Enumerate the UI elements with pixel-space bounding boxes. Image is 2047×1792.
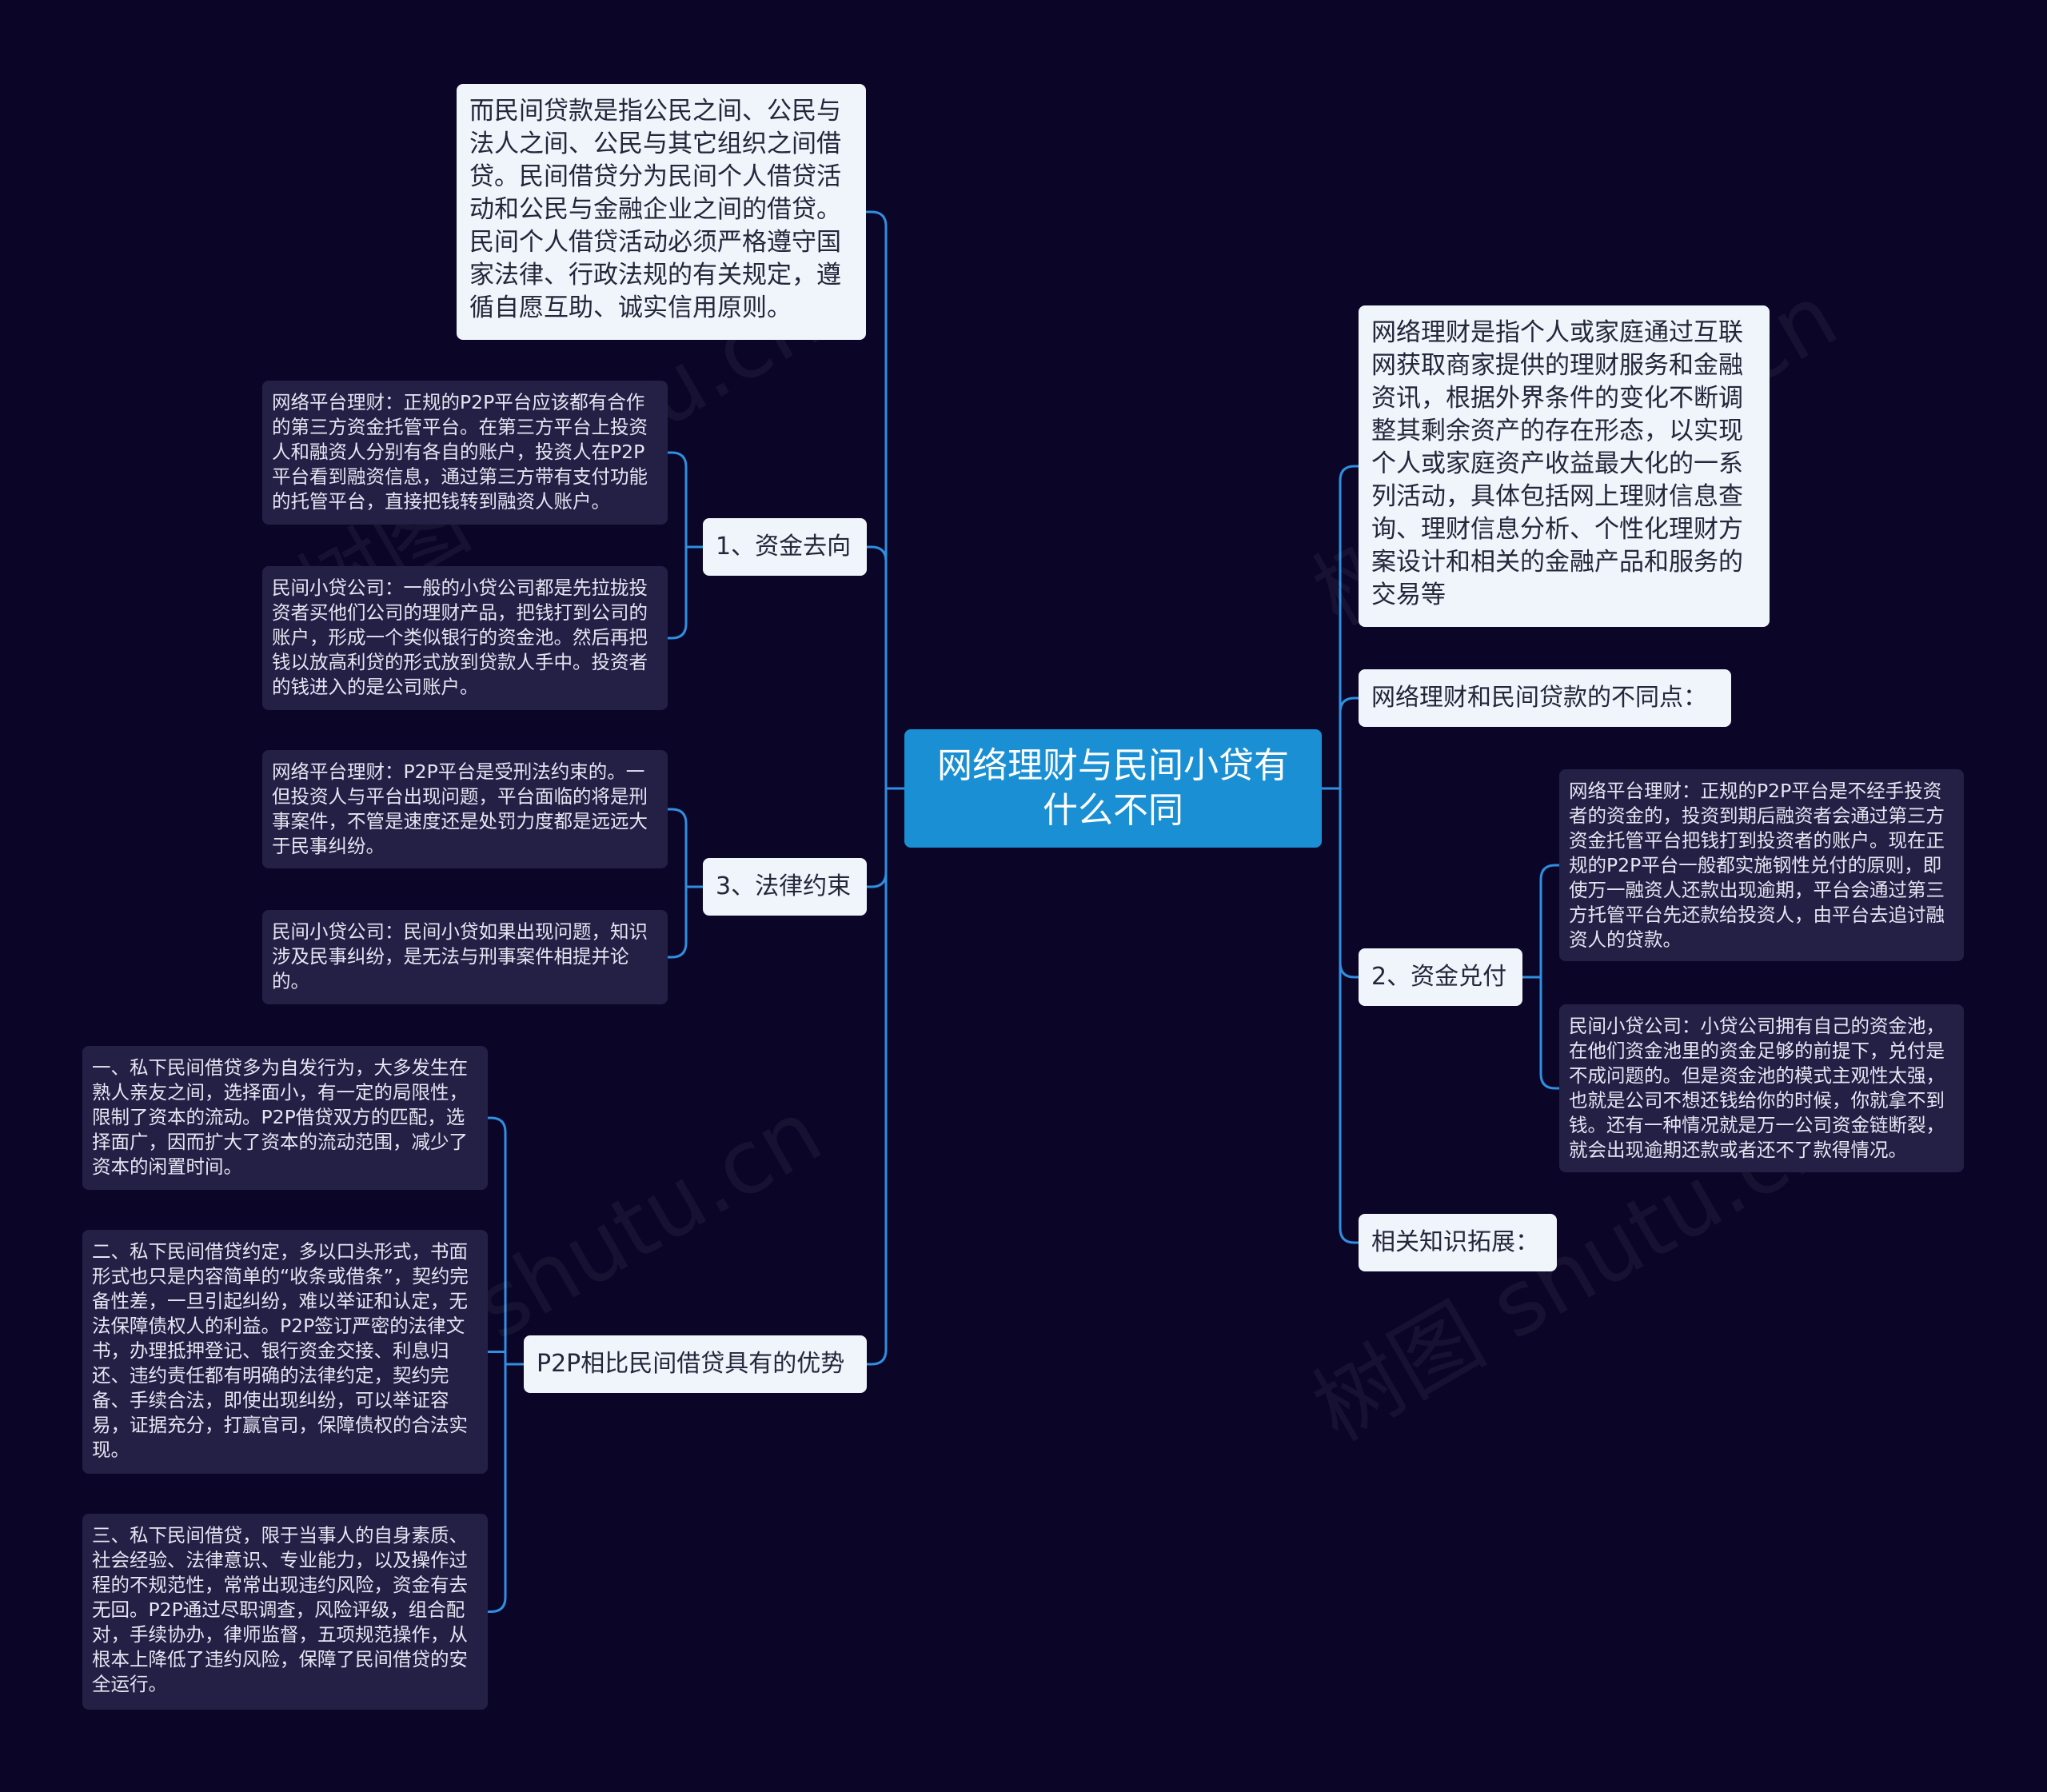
connector-line <box>1522 976 1559 1090</box>
topic-private-lending-definition[interactable]: 而民间贷款是指公民之间、公民与法人之间、公民与其它组织之间借贷。民间借贷分为民间… <box>457 84 866 340</box>
leaf-text: 民间小贷公司：一般的小贷公司都是先拉拢投资者买他们公司的理财产品，把钱打到公司的… <box>272 577 648 698</box>
leaf-text: 二、私下民间借贷约定，多以口头形式，书面形式也只是内容简单的“收条或借条”，契约… <box>92 1240 469 1461</box>
root-topic-label: 网络理财与民间小贷有什么不同 <box>937 745 1289 831</box>
topic-legal-constraints[interactable]: 3、法律约束 <box>703 858 867 916</box>
topic-online-finance-definition[interactable]: 网络理财是指个人或家庭通过互联网获取商家提供的理财服务和金融资讯，根据外界条件的… <box>1359 305 1770 627</box>
leaf-text: 民间小贷公司：小贷公司拥有自己的资金池，在他们资金池里的资金足够的前提下，兑付是… <box>1569 1015 1945 1161</box>
leaf-funds-flow-microloan[interactable]: 民间小贷公司：一般的小贷公司都是先拉拢投资者买他们公司的理财产品，把钱打到公司的… <box>262 566 668 710</box>
leaf-funds-flow-p2p[interactable]: 网络平台理财：正规的P2P平台应该都有合作的第三方资金托管平台。在第三方平台上投… <box>262 381 668 525</box>
leaf-text: 一、私下民间借贷多为自发行为，大多发生在熟人亲友之间，选择面小，有一定的局限性，… <box>92 1056 468 1178</box>
leaf-legal-p2p[interactable]: 网络平台理财：P2P平台是受刑法约束的。一但投资人与平台出现问题，平台面临的将是… <box>262 750 668 868</box>
topic-label: 网络理财和民间贷款的不同点： <box>1371 684 1707 712</box>
root-topic[interactable]: 网络理财与民间小贷有什么不同 <box>904 729 1322 848</box>
topic-differences[interactable]: 网络理财和民间贷款的不同点： <box>1359 669 1731 727</box>
connector-line <box>668 451 703 549</box>
leaf-text: 民间小贷公司：民间小贷如果出现问题，知识涉及民事纠纷，是无法与刑事案件相提并论的… <box>272 920 648 992</box>
connector-line <box>866 210 904 790</box>
leaf-legal-microloan[interactable]: 民间小贷公司：民间小贷如果出现问题，知识涉及民事纠纷，是无法与刑事案件相提并论的… <box>262 910 668 1004</box>
topic-related-knowledge[interactable]: 相关知识拓展： <box>1359 1214 1557 1271</box>
leaf-advantage-3[interactable]: 三、私下民间借贷，限于当事人的自身素质、社会经验、法律意识、专业能力，以及操作过… <box>82 1514 488 1710</box>
connector-line <box>1522 864 1559 979</box>
topic-text: 网络理财是指个人或家庭通过互联网获取商家提供的理财服务和金融资讯，根据外界条件的… <box>1371 318 1743 609</box>
leaf-redemption-microloan[interactable]: 民间小贷公司：小贷公司拥有自己的资金池，在他们资金池里的资金足够的前提下，兑付是… <box>1559 1004 1964 1172</box>
leaf-text: 网络平台理财：正规的P2P平台是不经手投资者的资金的，投资到期后融资者会通过第三… <box>1569 780 1945 951</box>
leaf-advantage-1[interactable]: 一、私下民间借贷多为自发行为，大多发生在熟人亲友之间，选择面小，有一定的局限性，… <box>82 1046 488 1190</box>
topic-funds-flow[interactable]: 1、资金去向 <box>703 518 867 576</box>
leaf-text: 网络平台理财：P2P平台是受刑法约束的。一但投资人与平台出现问题，平台面临的将是… <box>272 760 648 857</box>
leaf-redemption-p2p[interactable]: 网络平台理财：正规的P2P平台是不经手投资者的资金的，投资到期后融资者会通过第三… <box>1559 769 1964 961</box>
connector-line <box>668 545 703 640</box>
connector-line <box>867 545 904 790</box>
connector-line <box>1322 787 1359 1244</box>
topic-label: 3、法律约束 <box>716 872 852 900</box>
connector-line <box>867 787 904 1366</box>
connector-line <box>488 1351 524 1366</box>
topic-label: 1、资金去向 <box>716 533 852 561</box>
connector-line <box>668 885 703 959</box>
topic-redemption[interactable]: 2、资金兑付 <box>1359 948 1522 1006</box>
connector-line <box>488 1363 524 1613</box>
connector-line <box>1322 696 1359 790</box>
connector-line <box>488 1116 524 1366</box>
leaf-text: 三、私下民间借贷，限于当事人的自身素质、社会经验、法律意识、专业能力，以及操作过… <box>92 1524 468 1695</box>
topic-label: 相关知识拓展： <box>1371 1228 1539 1256</box>
topic-label: 2、资金兑付 <box>1371 963 1507 991</box>
leaf-advantage-2[interactable]: 二、私下民间借贷约定，多以口头形式，书面形式也只是内容简单的“收条或借条”，契约… <box>82 1230 488 1474</box>
leaf-text: 网络平台理财：正规的P2P平台应该都有合作的第三方资金托管平台。在第三方平台上投… <box>272 391 648 513</box>
topic-text: 而民间贷款是指公民之间、公民与法人之间、公民与其它组织之间借贷。民间借贷分为民间… <box>469 97 841 322</box>
topic-p2p-advantages[interactable]: P2P相比民间借贷具有的优势 <box>524 1335 867 1393</box>
connector-line <box>1322 465 1359 790</box>
topic-label: P2P相比民间借贷具有的优势 <box>537 1350 845 1378</box>
connector-line <box>668 808 703 888</box>
